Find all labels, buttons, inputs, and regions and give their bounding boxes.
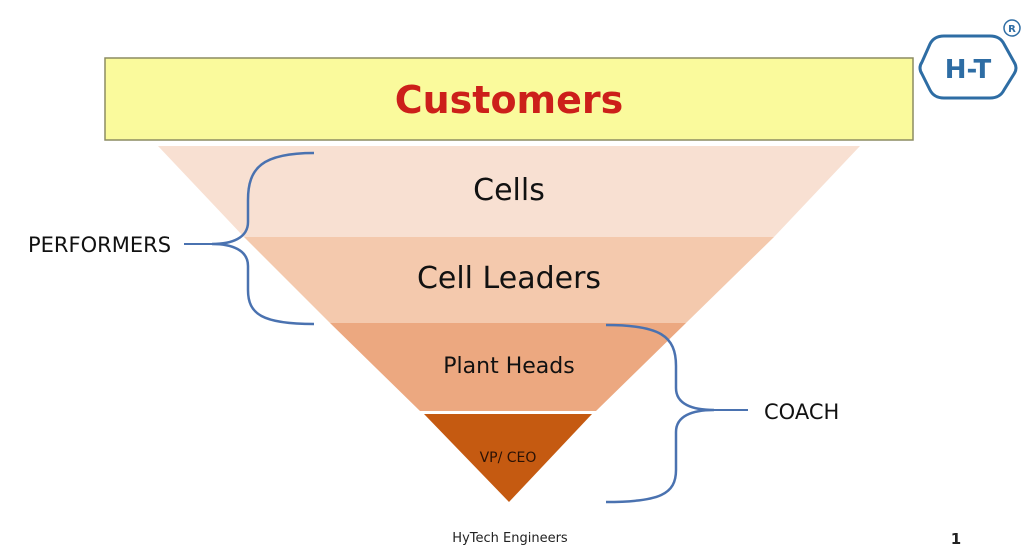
customers-band — [104, 57, 914, 141]
pyramid-level-plant-heads — [330, 323, 686, 411]
level-label-vp-ceo: VP/ CEO — [480, 450, 537, 466]
performers-bracket — [211, 151, 315, 326]
pyramid-level-vp-ceo — [424, 414, 592, 502]
ht-logo: H-T R — [918, 19, 1021, 100]
pyramid-level-cells — [158, 146, 860, 237]
footer-page-number: 1 — [951, 530, 961, 548]
coach-bracket — [605, 323, 715, 504]
level-label-cell-leaders: Cell Leaders — [417, 261, 601, 296]
registered-mark-icon — [1003, 19, 1021, 37]
logo-text: H-T — [945, 55, 992, 85]
level-label-cells: Cells — [473, 173, 545, 208]
registered-mark-letter: R — [1008, 24, 1016, 35]
footer-company: HyTech Engineers — [452, 531, 568, 546]
pyramid-level-cell-leaders — [244, 237, 774, 323]
logo-badge-shape — [918, 34, 1018, 100]
performers-label: PERFORMERS — [28, 233, 171, 257]
customers-label: Customers — [395, 78, 624, 122]
level-label-plant-heads: Plant Heads — [443, 354, 574, 379]
coach-label: COACH — [764, 400, 839, 424]
